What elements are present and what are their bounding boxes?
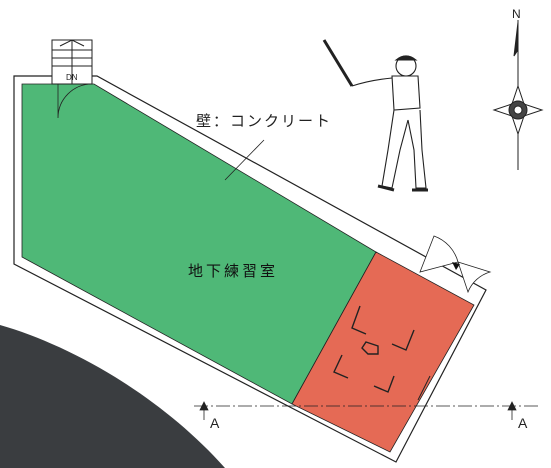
batters-box-lines xyxy=(333,305,415,393)
batter-illustration xyxy=(322,39,428,192)
wall-note-label: 壁：コンクリート xyxy=(196,112,332,130)
stair-dn-label: DN xyxy=(66,73,78,82)
stair-block xyxy=(51,39,93,85)
room-label: 地下練習室 xyxy=(188,262,278,280)
door-swing-right xyxy=(419,235,492,294)
section-arrow-right xyxy=(507,401,517,420)
section-mark-left: A xyxy=(210,415,220,431)
compass-rose-icon xyxy=(492,84,544,136)
north-arrow-icon xyxy=(513,20,519,170)
compass-north-label: N xyxy=(512,7,521,21)
door-marker xyxy=(452,262,460,270)
wall-note-leader xyxy=(224,139,265,181)
dark-background-shape xyxy=(0,325,225,468)
batting-area xyxy=(291,251,475,453)
section-mark-right: A xyxy=(518,415,528,431)
side-opening xyxy=(417,375,431,401)
door-swing-entry xyxy=(57,83,93,119)
section-arrow-left xyxy=(199,401,209,420)
